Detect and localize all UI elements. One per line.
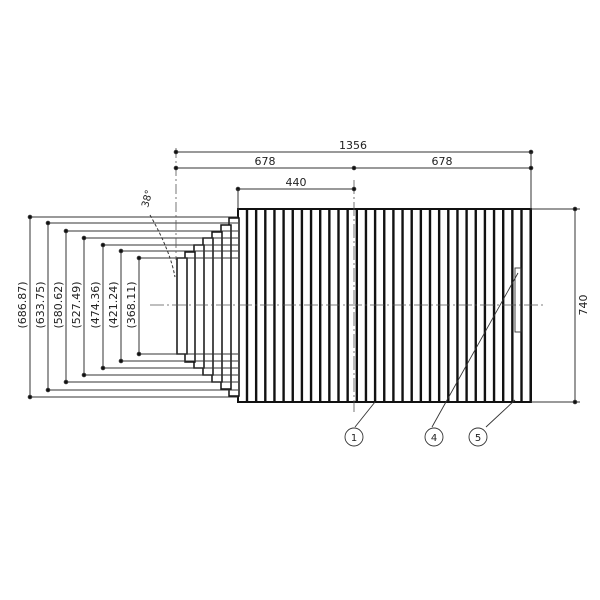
dim-height: 740 (577, 295, 590, 316)
dim-dot (100, 242, 106, 248)
dim-inner-offset: 440 (286, 176, 307, 189)
callout-1-label: 1 (351, 433, 357, 444)
dim-dot (27, 394, 33, 400)
dim-dot (27, 214, 33, 220)
dim-angle: 38° (140, 189, 155, 209)
dim-dot (118, 358, 124, 364)
step-height-label: (527.49) (70, 281, 83, 328)
dim-dot (63, 379, 69, 385)
step-slat (176, 257, 188, 355)
dim-dot (45, 387, 51, 393)
callout-5 (468, 427, 488, 447)
dim-dot (63, 228, 69, 234)
callout-1 (344, 427, 364, 447)
step-height-label: (633.75) (34, 281, 47, 328)
dim-dot (81, 235, 87, 241)
step-dimension-lines (27, 214, 238, 400)
dim-dot (136, 351, 142, 357)
dim-dot (81, 372, 87, 378)
step-height-label: (474.36) (89, 281, 102, 328)
dim-dot (118, 248, 124, 254)
step-height-label: (580.62) (52, 281, 65, 328)
dim-overall-length: 1356 (339, 139, 367, 152)
dim-dot (136, 255, 142, 261)
callout-4-label: 4 (431, 433, 437, 444)
angle-arc (149, 214, 176, 278)
step-height-label: (686.87) (16, 281, 29, 328)
dim-dot (100, 365, 106, 371)
step-height-label: (368.11) (125, 281, 138, 328)
callout-4 (424, 427, 444, 447)
dim-dot (45, 220, 51, 226)
dim-half-right: 678 (432, 155, 453, 168)
slat-panel (237, 208, 532, 403)
callout-5-label: 5 (475, 433, 481, 444)
dim-half-left: 678 (255, 155, 276, 168)
step-height-label: (421.24) (107, 281, 120, 328)
